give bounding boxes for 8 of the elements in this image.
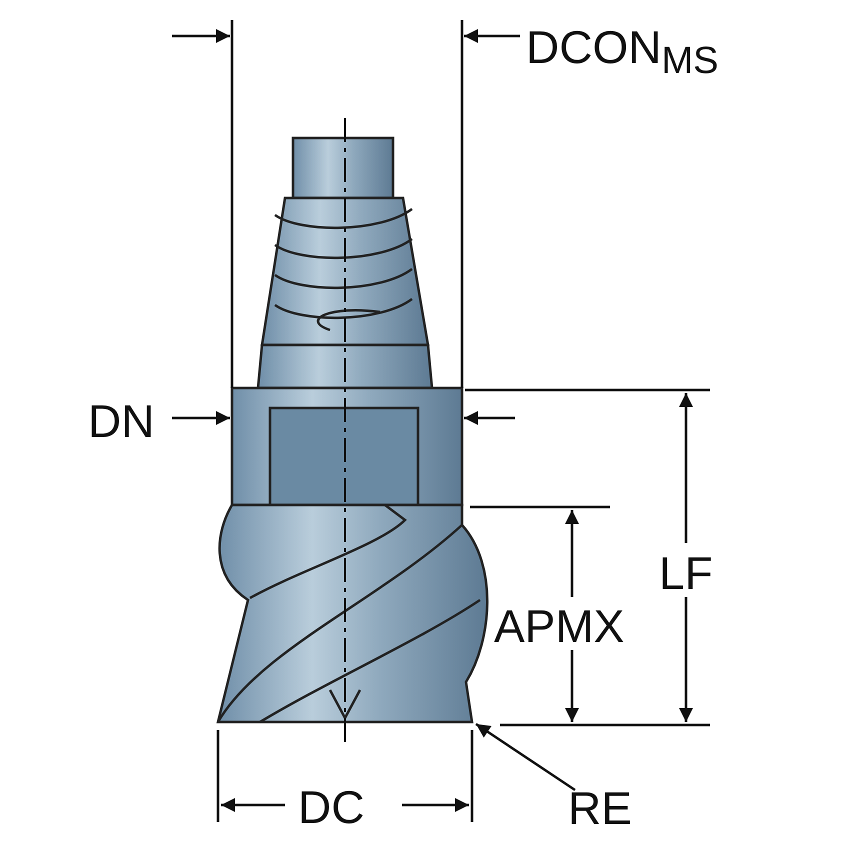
end-mill-drawing: [216, 118, 488, 742]
dimension-label: DC: [298, 784, 364, 830]
leader-line: [475, 722, 576, 792]
dimension-label: RE: [568, 785, 632, 831]
dimension-label: APMX: [494, 603, 624, 649]
dimension-label: DCON$_{MS}$: [526, 24, 718, 80]
dimension-label: LF: [659, 550, 713, 596]
dimension-label: DN: [88, 398, 154, 444]
